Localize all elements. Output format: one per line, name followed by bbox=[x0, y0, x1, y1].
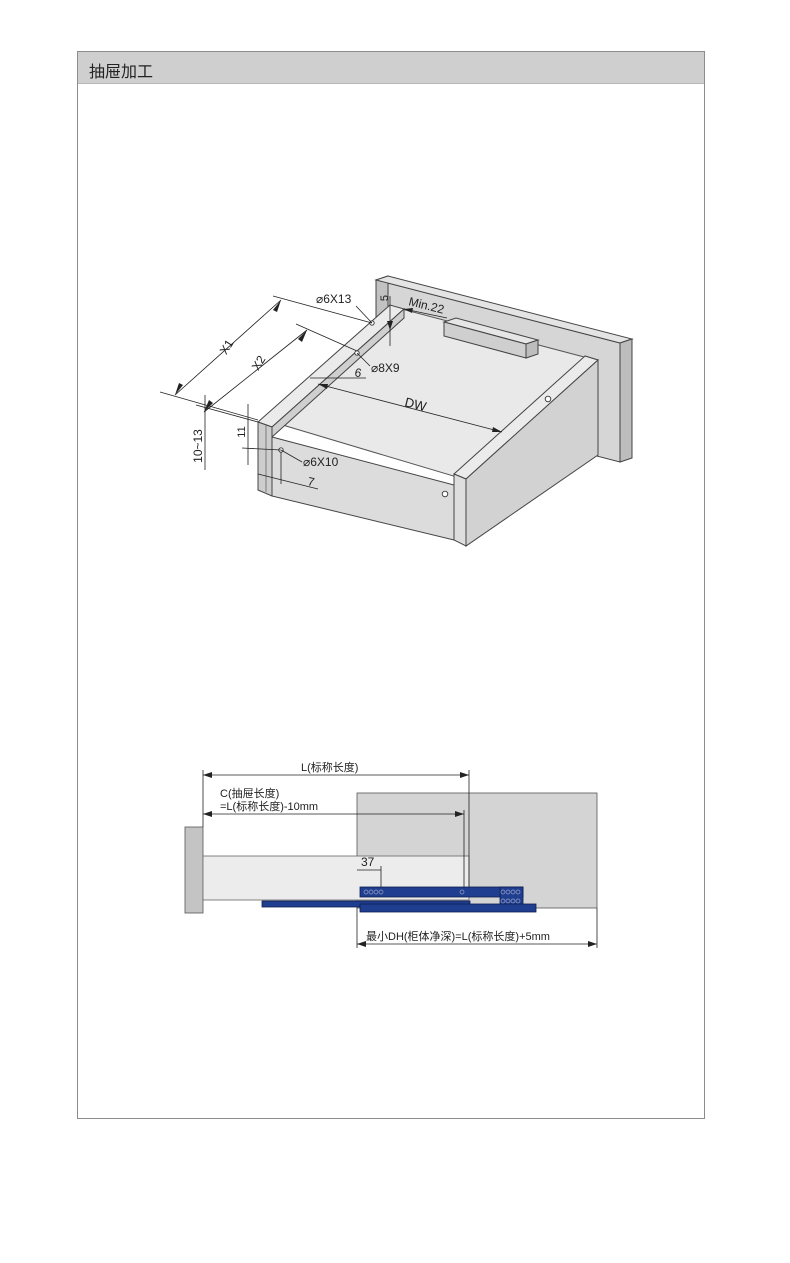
section-header: 抽屉加工 bbox=[78, 52, 704, 84]
dw-arrow-right bbox=[492, 427, 502, 432]
min-dh-arrow-left bbox=[357, 941, 366, 947]
min22-arrow bbox=[404, 308, 413, 313]
l-arrow-left bbox=[203, 772, 212, 778]
front-panel-edge bbox=[619, 338, 633, 463]
x2-arrow-bottom bbox=[204, 400, 213, 412]
x1-arrow-bottom bbox=[175, 383, 183, 395]
x2-arrow-top bbox=[298, 330, 307, 342]
min-dh-arrow-right bbox=[588, 941, 597, 947]
hole-6x10-leader bbox=[280, 449, 303, 463]
left-side-end bbox=[257, 421, 273, 497]
eleven-extension bbox=[241, 447, 282, 451]
rail-block-end bbox=[525, 339, 539, 359]
back-panel-face bbox=[271, 436, 455, 541]
c-arrow-left bbox=[203, 811, 212, 817]
hole-back-panel bbox=[441, 490, 449, 498]
x1-extension-top bbox=[272, 295, 373, 324]
thirty-seven-label: 37 bbox=[361, 855, 375, 869]
l-nominal-label: L(标称长度) bbox=[301, 760, 358, 774]
dw-label: DW bbox=[403, 394, 428, 414]
hole-6x13-leader bbox=[355, 305, 373, 324]
section-title: 抽屉加工 bbox=[89, 62, 154, 81]
hole-6x10-label: ⌀6X10 bbox=[303, 455, 339, 469]
range-10-13-label: 10~13 bbox=[191, 429, 205, 463]
x1-label: X1 bbox=[217, 337, 237, 357]
five-arrow bbox=[387, 321, 393, 330]
hole-8x9-label: ⌀8X9 bbox=[371, 361, 400, 375]
five-label: 5 bbox=[379, 295, 391, 301]
dw-arrow-left bbox=[318, 384, 328, 389]
seven-label: 7 bbox=[306, 474, 316, 489]
c-label-line1: C(抽屉长度) bbox=[220, 786, 279, 800]
hole-6x13-label: ⌀6X13 bbox=[316, 292, 352, 306]
x2-extension-top bbox=[295, 323, 358, 352]
six-label: 6 bbox=[353, 365, 363, 380]
c-arrow-right bbox=[455, 811, 464, 817]
drawer-3d-drawing: X1 X2 10~13 11 ⌀6X13 5 Min.22 ⌀8X9 6 bbox=[159, 275, 634, 547]
x1-dimension-line bbox=[174, 299, 282, 396]
hole-8x9-leader bbox=[356, 352, 371, 367]
dw-dimension-line bbox=[317, 383, 503, 433]
min-dh-label: 最小DH(柜体净深)=L(标称长度)+5mm bbox=[366, 929, 550, 943]
c-label-line2: =L(标称长度)-10mm bbox=[220, 799, 318, 813]
slide-upper bbox=[359, 886, 524, 898]
hole-front-panel bbox=[544, 395, 552, 403]
eleven-label: 11 bbox=[236, 426, 248, 437]
seven-leader bbox=[257, 473, 319, 490]
diagram-frame: 抽屉加工 bbox=[77, 51, 705, 1119]
right-side-end bbox=[453, 473, 467, 547]
x2-label: X2 bbox=[249, 353, 269, 373]
slide-bearings bbox=[363, 889, 521, 904]
x2-dimension-line bbox=[203, 329, 308, 413]
side-view-drawing: L(标称长度) C(抽屉长度) =L(标称长度)-10mm 37 最小DH(柜体… bbox=[184, 760, 598, 948]
slide-lower bbox=[359, 903, 537, 913]
x1-arrow-top bbox=[273, 300, 281, 312]
front-panel bbox=[184, 826, 204, 914]
l-arrow-right bbox=[460, 772, 469, 778]
